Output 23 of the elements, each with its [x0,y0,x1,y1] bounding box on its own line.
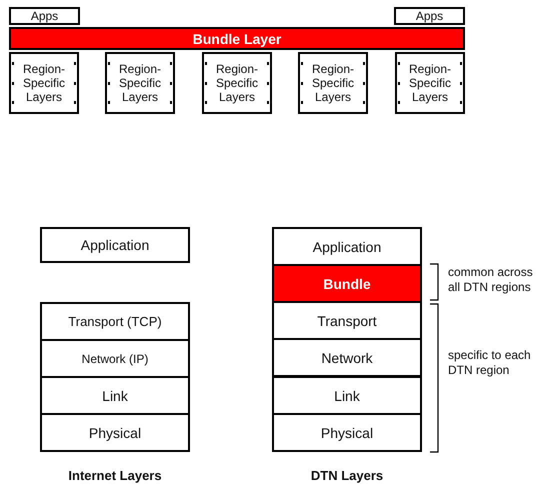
layer-box: Region-Specific Layers [298,52,368,114]
layer-box: Region-Specific Layers [9,52,79,114]
layer-box: Region-Specific Layers [105,52,175,114]
layer-box: Link [272,376,422,415]
layer-box: Bundle [272,264,422,303]
stack-caption: Internet Layers [67,468,163,483]
layer-box: Link [40,376,190,415]
layer-box: Transport (TCP) [40,302,190,341]
layer-box: Region-Specific Layers [202,52,272,114]
layer-bar: Bundle Layer [9,27,465,50]
layer-box: Network [272,338,422,377]
stack-caption: DTN Layers [310,468,384,483]
layer-box: Physical [40,413,190,452]
layer-box: Apps [9,7,80,25]
layer-box: Application [272,227,422,266]
note-text: specific to each DTN region [448,348,532,378]
layer-box: Apps [394,7,465,25]
layer-box: Application [40,227,190,263]
layer-box: Region-Specific Layers [395,52,465,114]
note-text: common across all DTN regions [448,265,534,295]
layer-box: Physical [272,413,422,452]
layer-box: Network (IP) [40,339,190,378]
layer-box: Transport [272,301,422,340]
